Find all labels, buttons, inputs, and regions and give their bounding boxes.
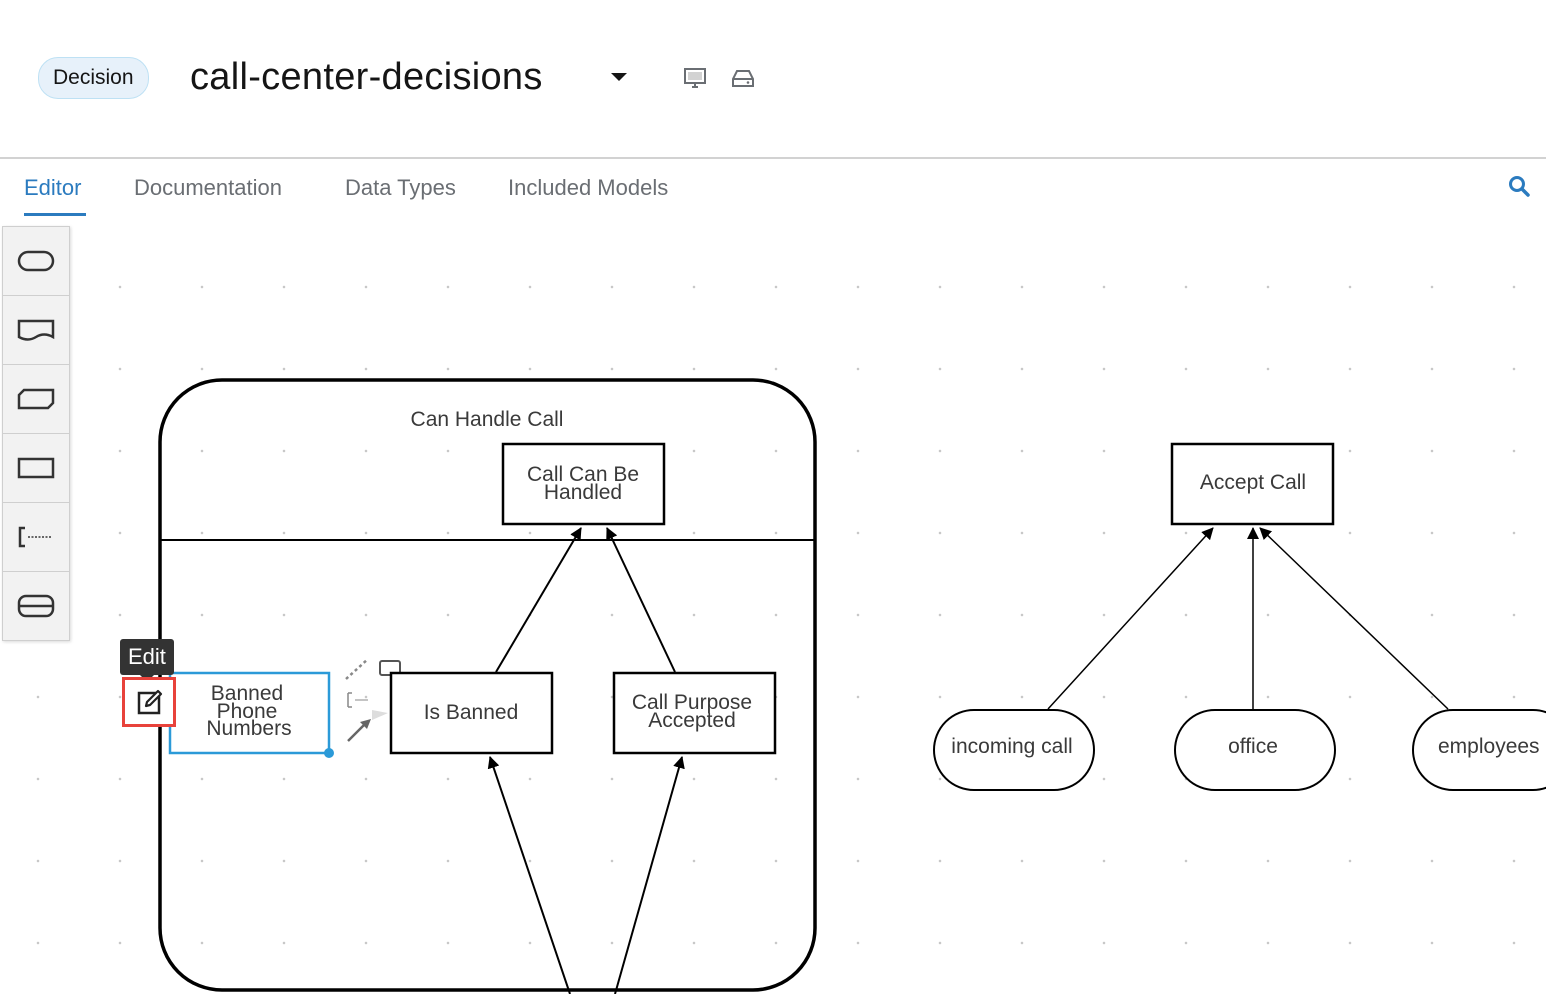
tab-included-models[interactable]: Included Models xyxy=(508,175,669,200)
decision-label-line: Call Can Be xyxy=(527,463,639,486)
decision-label-line: Call Purpose xyxy=(632,691,752,714)
information-requirement[interactable] xyxy=(1259,527,1449,710)
bkm-icon xyxy=(17,388,55,410)
model-title[interactable]: call-center-decisions xyxy=(190,56,543,98)
model-type-badge: Decision xyxy=(38,57,149,99)
decision-label-line: Handled xyxy=(544,481,622,504)
input-label: employees xyxy=(1438,735,1540,758)
information-requirement[interactable] xyxy=(1047,527,1214,710)
edit-button[interactable] xyxy=(122,677,176,727)
connector-toolbox[interactable] xyxy=(345,658,401,742)
input-data-icon xyxy=(17,250,55,272)
tab-documentation[interactable]: Documentation xyxy=(134,175,282,200)
decision-label-line: Accepted xyxy=(648,709,736,732)
diagram-canvas[interactable]: Can Handle Call Call Can Be Handled Bann… xyxy=(0,216,1546,994)
decision-is-banned[interactable] xyxy=(389,671,554,755)
decision-service-label: Can Handle Call xyxy=(411,408,564,431)
information-requirement[interactable] xyxy=(614,756,685,994)
knowledge-source-icon xyxy=(17,319,55,341)
bkm-label-line: Numbers xyxy=(206,717,291,740)
decision-call-purpose-accepted[interactable] xyxy=(612,671,777,755)
knowledge-source-tool[interactable] xyxy=(3,296,69,365)
bkm-label-line: Banned xyxy=(211,682,283,705)
edit-tooltip: Edit xyxy=(120,639,174,682)
decision-service-icon xyxy=(17,594,55,618)
title-dropdown-icon[interactable] xyxy=(607,67,631,87)
input-office[interactable] xyxy=(1174,709,1336,791)
input-label: incoming call xyxy=(951,735,1072,758)
decision-call-can-be-handled[interactable] xyxy=(501,442,666,526)
tab-bar: Editor Documentation Data Types Included… xyxy=(0,157,1546,218)
annotation-tool[interactable] xyxy=(3,503,69,572)
bkm-tool[interactable] xyxy=(3,365,69,434)
decision-icon xyxy=(17,457,55,479)
decision-tool[interactable] xyxy=(3,434,69,503)
information-requirement[interactable] xyxy=(487,756,571,994)
shape-palette xyxy=(2,226,70,641)
tab-editor[interactable]: Editor xyxy=(24,175,82,200)
monitor-icon[interactable] xyxy=(681,64,709,92)
tab-data-types[interactable]: Data Types xyxy=(345,175,456,200)
dmn-diagram: Can Handle Call Call Can Be Handled Bann… xyxy=(158,378,1546,994)
information-requirement[interactable] xyxy=(606,527,676,673)
decision-label: Accept Call xyxy=(1200,471,1306,494)
input-incoming-call[interactable] xyxy=(933,709,1095,791)
bkm-label-line: Phone xyxy=(217,700,278,723)
edit-icon xyxy=(137,689,163,715)
decision-label: Is Banned xyxy=(424,701,519,724)
active-tab-indicator xyxy=(24,213,86,216)
input-label: office xyxy=(1228,735,1278,758)
information-requirement[interactable] xyxy=(495,527,582,673)
decision-accept-call[interactable] xyxy=(1170,442,1335,526)
bkm-banned-phone-numbers[interactable] xyxy=(168,671,331,755)
search-icon[interactable] xyxy=(1506,173,1532,199)
input-data-tool[interactable] xyxy=(3,227,69,296)
editor-header: Decision call-center-decisions xyxy=(0,0,1546,156)
resize-handle[interactable] xyxy=(324,748,334,758)
text-annotation-icon xyxy=(18,526,52,548)
decision-service-tool[interactable] xyxy=(3,572,69,640)
input-employees[interactable] xyxy=(1412,709,1546,791)
drive-icon[interactable] xyxy=(729,64,757,92)
